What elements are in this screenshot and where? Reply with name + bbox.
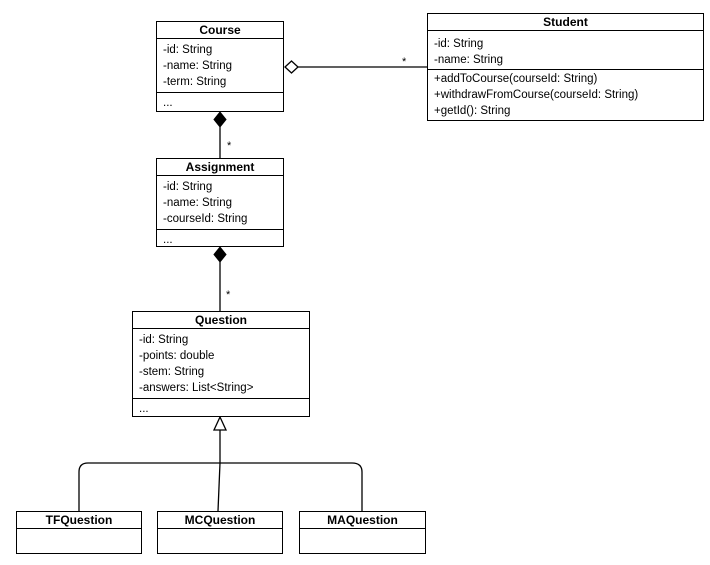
attribute: -courseId: String bbox=[163, 213, 248, 225]
more-members: ... bbox=[163, 234, 173, 246]
class-mcquestion[interactable]: MCQuestion bbox=[157, 511, 283, 554]
attributes-section: -id: String -name: String -courseId: Str… bbox=[157, 176, 283, 230]
attributes-section: -id: String -points: double -stem: Strin… bbox=[133, 329, 309, 399]
multiplicity-assignment: * bbox=[227, 140, 232, 152]
attribute: -name: String bbox=[434, 54, 504, 66]
multiplicity-student: * bbox=[402, 56, 407, 68]
composition-course-assignment bbox=[213, 111, 227, 158]
composition-diamond bbox=[213, 111, 227, 128]
more-members: ... bbox=[163, 97, 173, 109]
attribute: -id: String bbox=[163, 181, 213, 193]
class-student[interactable]: Student -id: String -name: String +addTo… bbox=[427, 13, 704, 121]
attributes-section: -id: String -name: String bbox=[428, 31, 703, 70]
attribute: -stem: String bbox=[139, 366, 205, 378]
operation: +addToCourse(courseId: String) bbox=[434, 73, 598, 85]
operations-section: +addToCourse(courseId: String) +withdraw… bbox=[428, 70, 703, 121]
attributes-section: -id: String -name: String -term: String bbox=[157, 39, 283, 93]
more-members: ... bbox=[139, 403, 149, 415]
class-name: Assignment bbox=[157, 159, 283, 176]
attribute: -id: String bbox=[139, 334, 189, 346]
class-name: Course bbox=[157, 22, 283, 39]
operation: +getId(): String bbox=[434, 105, 511, 117]
class-name: MAQuestion bbox=[300, 512, 425, 529]
multiplicity-question: * bbox=[226, 289, 231, 301]
attribute: -id: String bbox=[434, 38, 484, 50]
class-maquestion[interactable]: MAQuestion bbox=[299, 511, 426, 554]
generalization-question bbox=[78, 415, 363, 512]
operation: +withdrawFromCourse(courseId: String) bbox=[434, 89, 639, 101]
class-tfquestion[interactable]: TFQuestion bbox=[16, 511, 142, 554]
class-name: Student bbox=[428, 14, 703, 31]
class-name: MCQuestion bbox=[158, 512, 282, 529]
attribute: -name: String bbox=[163, 197, 233, 209]
class-course[interactable]: Course -id: String -name: String -term: … bbox=[156, 21, 284, 112]
aggregation-course-student bbox=[284, 60, 427, 74]
aggregation-diamond bbox=[284, 60, 299, 74]
attribute: -points: double bbox=[139, 350, 215, 362]
attribute: -id: String bbox=[163, 44, 213, 56]
attribute: -name: String bbox=[163, 60, 233, 72]
attribute: -term: String bbox=[163, 76, 227, 88]
composition-diamond bbox=[213, 246, 227, 263]
class-name: Question bbox=[133, 312, 309, 329]
class-assignment[interactable]: Assignment -id: String -name: String -co… bbox=[156, 158, 284, 247]
attribute: -answers: List<String> bbox=[139, 382, 254, 394]
composition-assignment-question bbox=[213, 246, 227, 311]
inheritance-triangle bbox=[212, 415, 228, 431]
class-question[interactable]: Question -id: String -points: double -st… bbox=[132, 311, 310, 417]
class-name: TFQuestion bbox=[17, 512, 141, 529]
